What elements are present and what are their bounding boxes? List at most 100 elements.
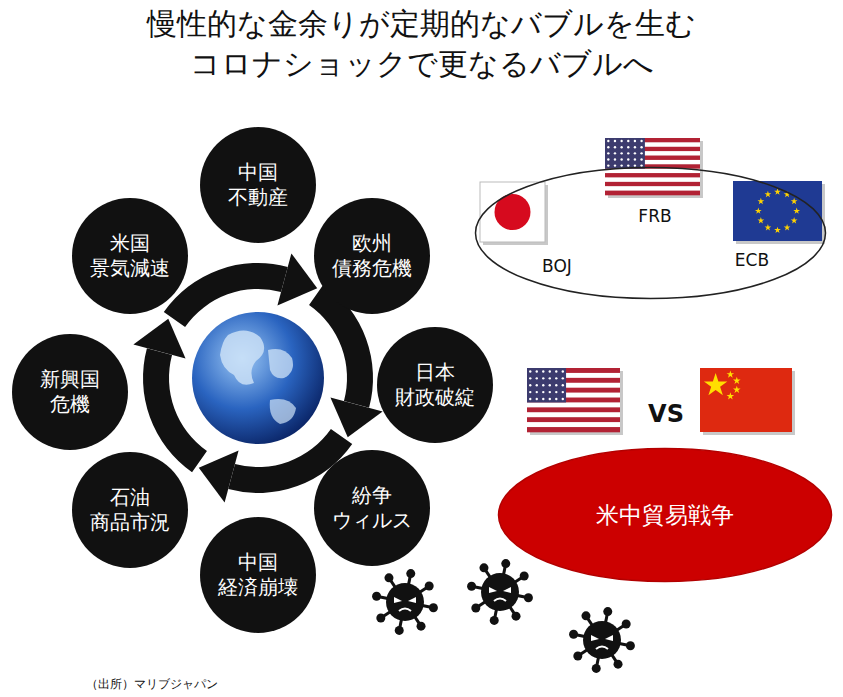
us-flag [529, 377, 531, 379]
risk-circle: 日本 財政破綻 [377, 327, 494, 444]
us-flag [634, 158, 636, 160]
vs-label: VS [648, 400, 684, 428]
virus-icon [376, 614, 385, 623]
node-text: 新興国 危機 [25, 367, 115, 417]
bank-label: ECB [735, 250, 769, 270]
us-flag [614, 140, 616, 142]
virus-icon [490, 616, 499, 625]
us-flag [620, 152, 622, 154]
eu-flag [758, 198, 765, 204]
node-text: 米国 景気減速 [85, 231, 175, 281]
us-flag [527, 402, 620, 407]
us-flag [536, 391, 538, 393]
us-flag [607, 152, 609, 154]
us-flag [605, 173, 700, 178]
us-flag [607, 146, 609, 148]
us-flag [542, 391, 544, 393]
us-flag [527, 427, 620, 432]
us-flag [634, 164, 636, 166]
virus-icon [386, 583, 424, 621]
us-flag [607, 140, 609, 142]
us-flag [527, 412, 620, 417]
us-flag [605, 138, 645, 169]
globe [192, 312, 324, 444]
virus-icon [503, 587, 511, 593]
us-flag [529, 391, 531, 393]
virus-icon [581, 611, 590, 620]
eu-flag [765, 224, 772, 230]
us-flag [640, 146, 642, 148]
virus-icon [520, 571, 529, 580]
virus-icon [471, 604, 480, 613]
node-text: 米中貿易戦争 [596, 500, 734, 531]
eu-flag [791, 198, 798, 204]
cycle-arrow [277, 253, 317, 305]
eu-flag [791, 217, 798, 223]
eu-flag [774, 227, 781, 233]
us-flag [607, 158, 609, 160]
virus-icon [524, 593, 533, 602]
title-block: 慢性的な金余りが定期的なバブルを生む コロナショックで更なるバブルへ [0, 4, 843, 84]
japan-flag [480, 182, 545, 242]
us-flag [605, 177, 700, 182]
us-flag [536, 370, 538, 372]
virus-icon [425, 581, 434, 590]
china-flag [733, 386, 741, 393]
eu-flag [755, 207, 762, 213]
us-flag [627, 164, 629, 166]
virus-icon [573, 652, 582, 661]
virus-icon [395, 626, 404, 635]
eu-flag [793, 207, 800, 213]
china-flag [704, 373, 727, 395]
ellipse-outline [474, 166, 827, 300]
virus-icon [406, 569, 415, 578]
us-flag [549, 391, 551, 393]
us-flag [527, 368, 566, 402]
source-note: （出所）マリブジャパン [86, 676, 218, 693]
us-flag [529, 370, 531, 372]
us-flag [634, 140, 636, 142]
risk-circle: 石油 商品市況 [72, 452, 189, 569]
ellipse-shape [499, 449, 832, 582]
us-flag [555, 391, 557, 393]
us-flag [562, 391, 564, 393]
us-flag [549, 398, 551, 400]
virus-icon [591, 635, 599, 641]
us-flag [620, 140, 622, 142]
us-flag [614, 146, 616, 148]
us-flag [542, 398, 544, 400]
virus-icon [596, 647, 608, 650]
virus-icon [583, 621, 621, 659]
us-flag [605, 186, 700, 191]
virus-icon [408, 597, 416, 603]
us-flag [634, 152, 636, 154]
us-flag [542, 370, 544, 372]
eu-flag [784, 224, 791, 230]
virus-icon [501, 559, 510, 568]
us-flag [640, 158, 642, 160]
us-flag [627, 146, 629, 148]
virus-icon [479, 563, 488, 572]
virus-icon [489, 587, 497, 593]
us-flag [555, 398, 557, 400]
risk-circle: 中国 不動産 [200, 127, 317, 244]
ellipse-shape [476, 168, 826, 299]
virus-icon [614, 660, 623, 669]
cycle-arrow [133, 319, 185, 359]
node-text: 紛争 ウィルス [327, 483, 417, 533]
us-flag [614, 164, 616, 166]
us-flag [527, 422, 620, 427]
virus-icon [481, 573, 519, 611]
node-text: 石油 商品市況 [85, 485, 175, 535]
virus-icon [372, 569, 438, 635]
us-flag [542, 377, 544, 379]
us-flag [627, 152, 629, 154]
node-text: 欧州 債務危機 [327, 231, 417, 281]
us-flag [527, 368, 623, 435]
china-flag [733, 377, 741, 384]
us-flag [562, 398, 564, 400]
virus-icon [429, 603, 438, 612]
virus-icon [603, 607, 612, 616]
us-flag [527, 417, 620, 422]
virus-icon [467, 559, 533, 625]
